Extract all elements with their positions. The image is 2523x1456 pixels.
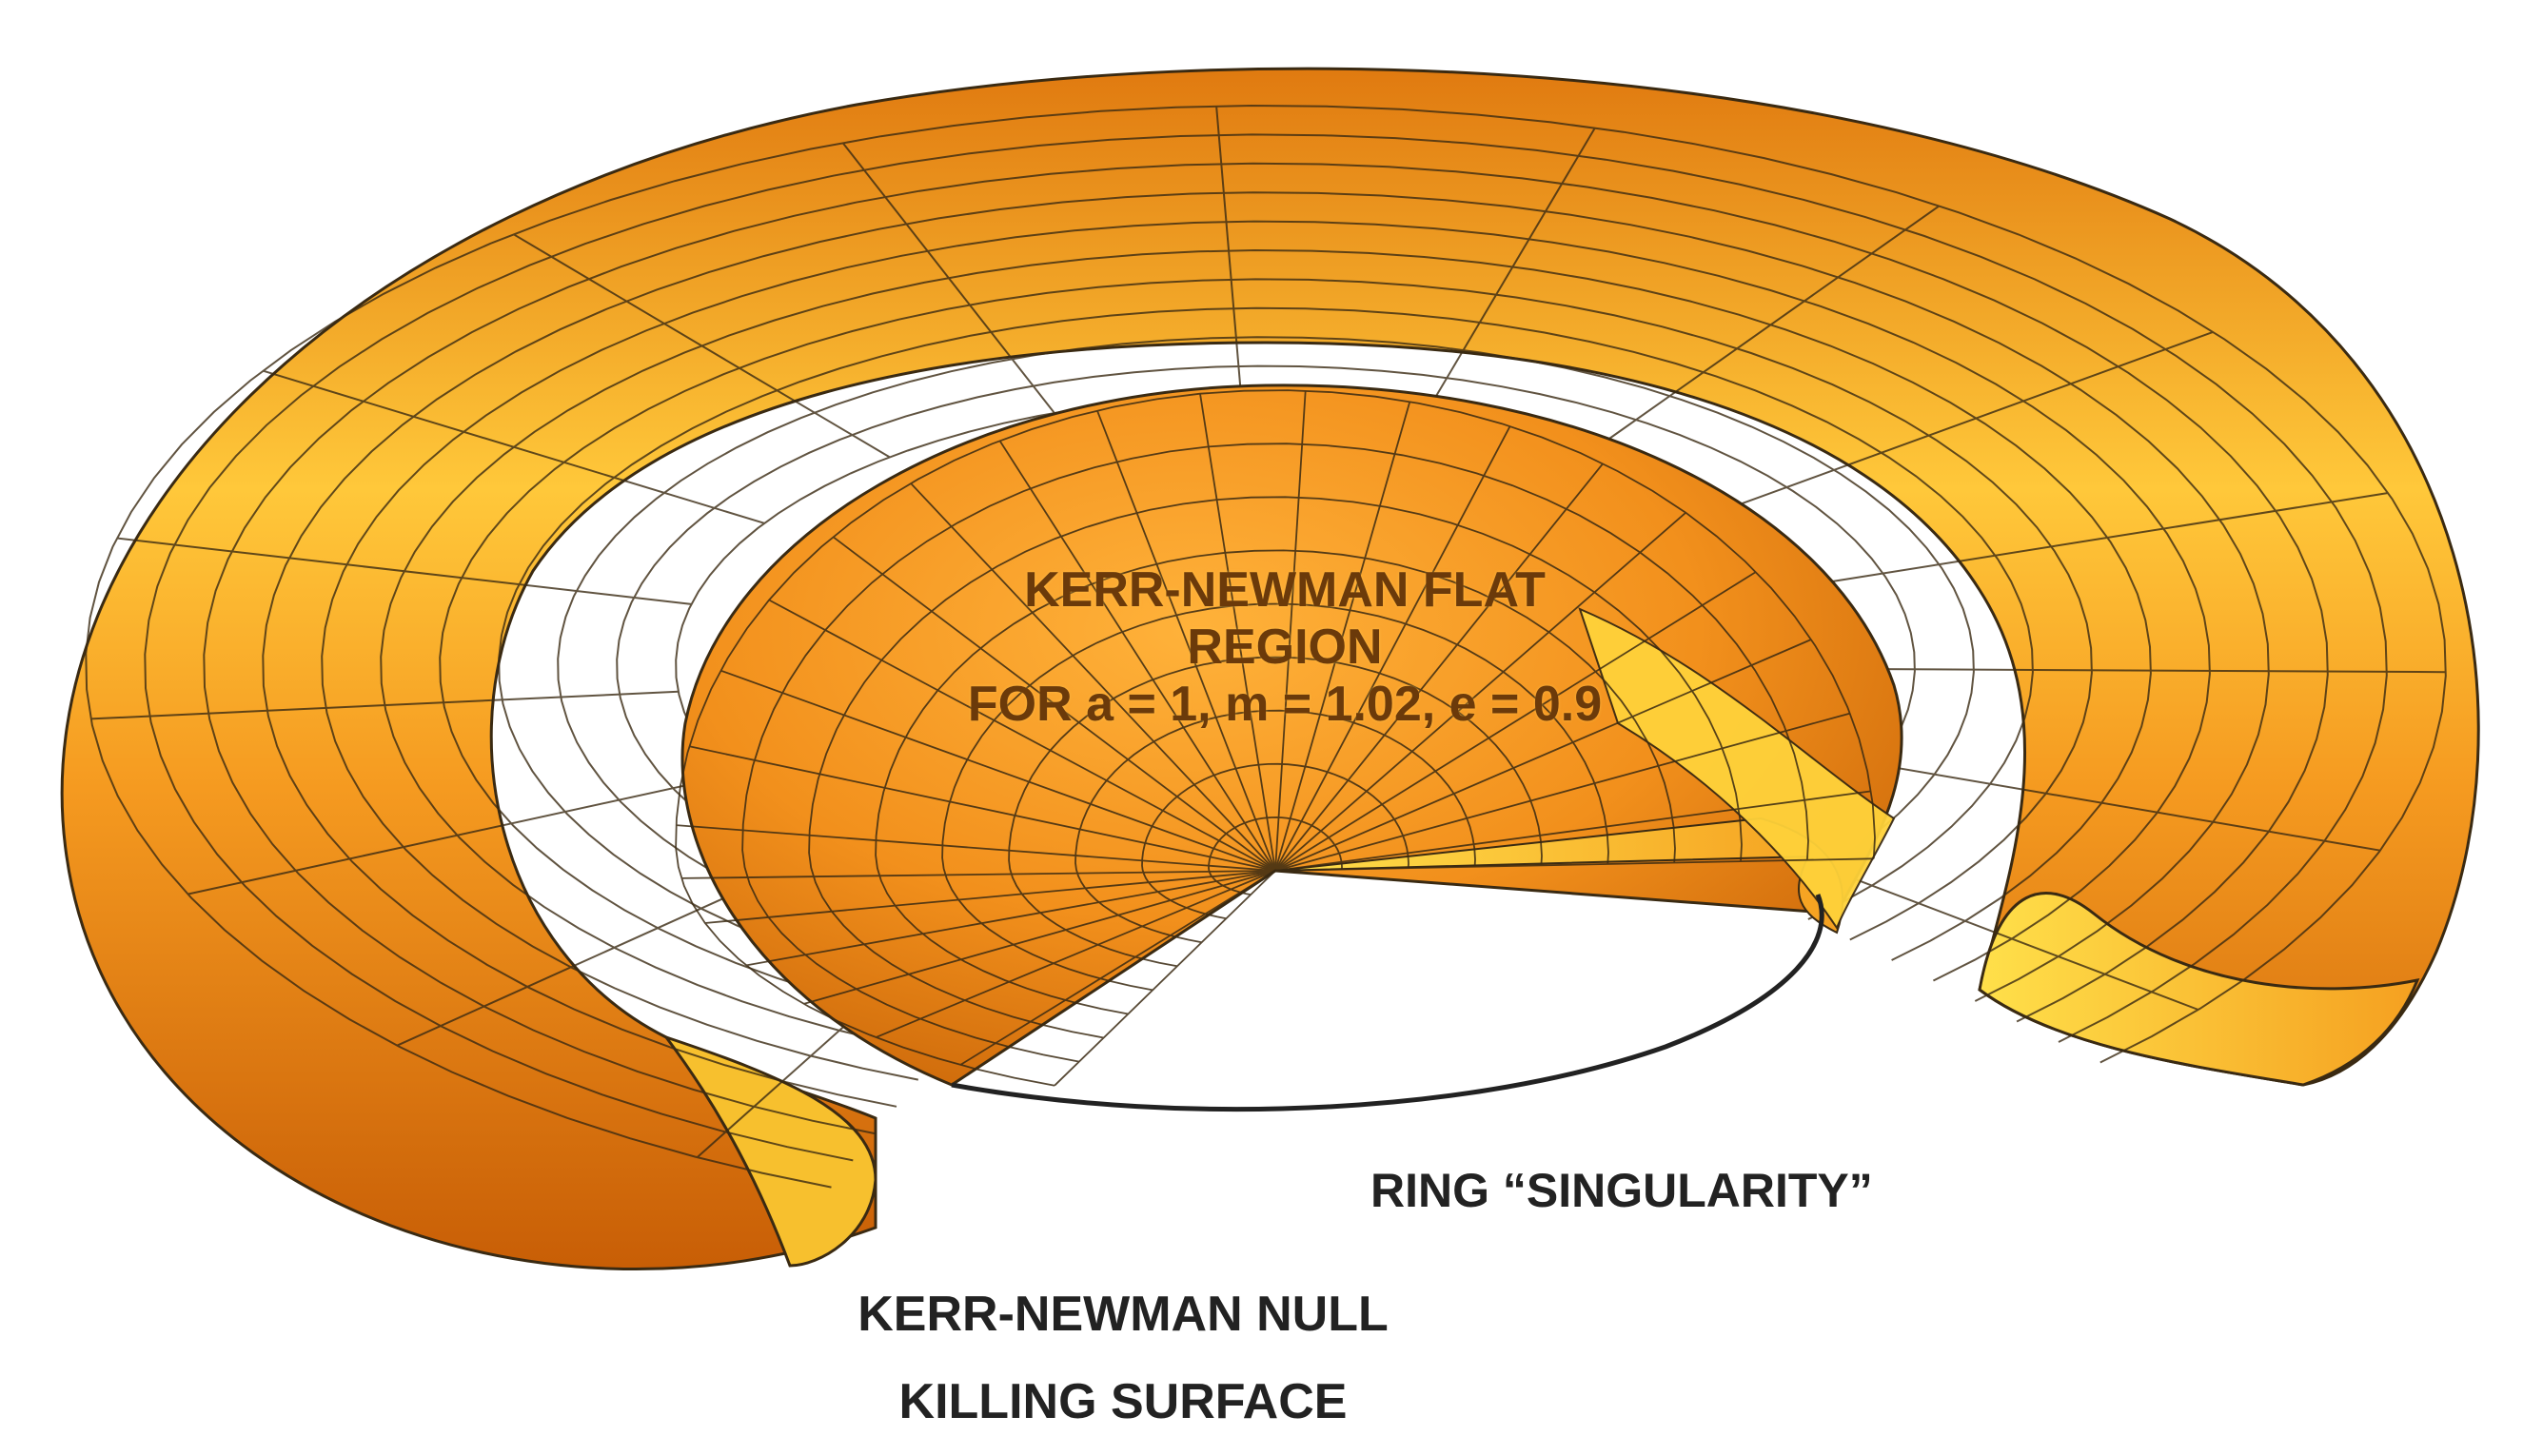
null-surface-label-line1: KERR-NEWMAN NULL: [857, 1287, 1389, 1342]
disk-spoke-line: [876, 870, 1276, 1038]
disk-spoke-line: [768, 599, 1276, 872]
disk-spoke-line: [1274, 857, 1874, 872]
disk-spoke-line: [1274, 512, 1686, 872]
flat-region-label: KERR-NEWMAN FLAT REGION FOR a = 1, m = 1…: [952, 561, 1618, 733]
flat-region-disk: [675, 384, 1903, 1087]
disk-spoke-line: [910, 482, 1276, 872]
torus-meridian-line: [90, 690, 679, 720]
torus-meridian-line: [116, 537, 692, 605]
disk-spoke-line: [676, 824, 1276, 872]
disk-spoke-line: [1199, 393, 1276, 872]
torus-meridian-line: [1602, 205, 1941, 444]
disk-ring-line: [741, 443, 1809, 1063]
null-killing-surface-torus: [60, 67, 2480, 1271]
disk-spoke-line: [719, 669, 1276, 872]
disk-spoke-line: [832, 536, 1276, 872]
disk-ring-line: [875, 549, 1676, 1015]
disk-spoke-line: [746, 870, 1276, 967]
torus-meridian-line: [1215, 106, 1242, 396]
disk-spoke-line: [1274, 639, 1812, 872]
disk-ring-line: [941, 602, 1609, 992]
torus-meridian-line: [841, 142, 1055, 414]
torus-band-line: [498, 306, 2034, 1000]
ring-singularity: [951, 894, 1824, 1112]
torus-band-line: [262, 191, 2270, 1108]
disk-spoke-line: [998, 440, 1276, 872]
torus-band-line: [144, 133, 2388, 1162]
disk-spoke-line: [803, 870, 1276, 1005]
disk-spoke-line: [1274, 390, 1307, 872]
disk-spoke-line: [704, 870, 1276, 924]
torus-meridian-line: [1823, 754, 2381, 852]
torus-band-line: [380, 248, 2152, 1054]
disk-ring-line: [1008, 656, 1543, 968]
torus-meridian-line: [1855, 668, 2446, 674]
disk-ring-line: [1141, 762, 1409, 920]
null-surface-label-line2: KILLING SURFACE: [898, 1374, 1348, 1429]
disk-spoke-line: [1096, 410, 1276, 872]
torus-meridian-line: [513, 233, 891, 459]
disk-spoke-line: [689, 745, 1276, 872]
disk-ring-line: [675, 389, 1876, 1087]
torus-band-line: [439, 278, 2093, 1027]
disk-spoke-line: [1054, 870, 1276, 1087]
torus-band-line: [557, 336, 1975, 974]
torus-band-line: [616, 364, 1916, 947]
torus-band-line: [85, 104, 2447, 1189]
disk-spoke-line: [1274, 462, 1604, 872]
torus-meridian-line: [187, 775, 727, 895]
torus-band-line: [321, 220, 2211, 1081]
disk-spoke-line: [680, 870, 1276, 879]
disk-spoke-line: [1274, 712, 1851, 872]
torus-meridian-line: [262, 369, 765, 524]
disk-spoke-line: [1274, 571, 1757, 872]
torus-meridian-line: [1826, 492, 2389, 583]
disk-spoke-line: [1274, 425, 1511, 872]
flat-region-label-line2: REGION: [1187, 620, 1383, 675]
disk-spoke-line: [1274, 790, 1872, 872]
torus-band-line: [203, 162, 2329, 1135]
disk-spoke-line: [959, 870, 1276, 1066]
null-killing-surface-label: KERR-NEWMAN NULL KILLING SURFACE: [809, 1270, 1437, 1446]
ring-singularity-label: RING “SINGULARITY”: [1370, 1164, 1873, 1217]
disk-ring-line: [1074, 709, 1476, 944]
disk-spoke-line: [1274, 401, 1411, 872]
flat-region-label-line1: KERR-NEWMAN FLAT: [1024, 562, 1546, 618]
flat-region-label-line3: FOR a = 1, m = 1.02, e = 0.9: [967, 677, 1603, 732]
torus-meridian-line: [1429, 127, 1596, 406]
torus-meridian-line: [1739, 330, 2214, 506]
disk-ring-line: [808, 496, 1743, 1039]
